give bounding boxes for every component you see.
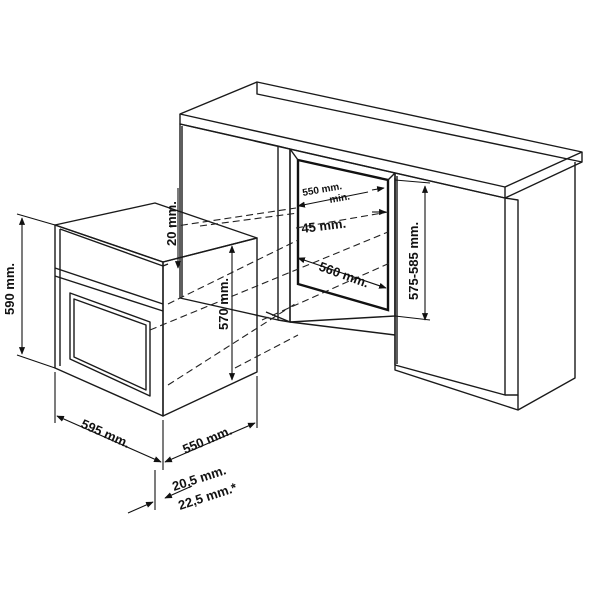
oven-side <box>162 237 258 417</box>
cavity-height-label: 575-585 mm. <box>406 222 421 300</box>
oven-unit <box>54 202 258 417</box>
oven-depth-label: 550 mm. <box>180 423 234 457</box>
oven-top <box>54 202 258 263</box>
oven-door-window <box>69 292 151 397</box>
cavity-depth-label-line2: min. <box>329 192 351 206</box>
top-gap-label: 20 mm. <box>164 201 179 246</box>
side-gap-label: 45 mm. <box>301 216 347 236</box>
dimension-lines <box>16 179 431 514</box>
oven-width-label: 595 mm. <box>79 416 133 451</box>
cavity-width-label: 560 mm. <box>317 259 371 291</box>
worktop-surface <box>179 81 583 188</box>
front-height-label: 570 mm. <box>216 278 231 330</box>
kitchen-cabinet <box>179 81 583 411</box>
projection-lines <box>149 207 393 386</box>
worktop-front-edge <box>179 114 506 199</box>
oven-height-label: 590 mm. <box>2 263 17 315</box>
worktop-backsplash <box>256 82 583 163</box>
oven-niche-cavity <box>296 158 390 312</box>
